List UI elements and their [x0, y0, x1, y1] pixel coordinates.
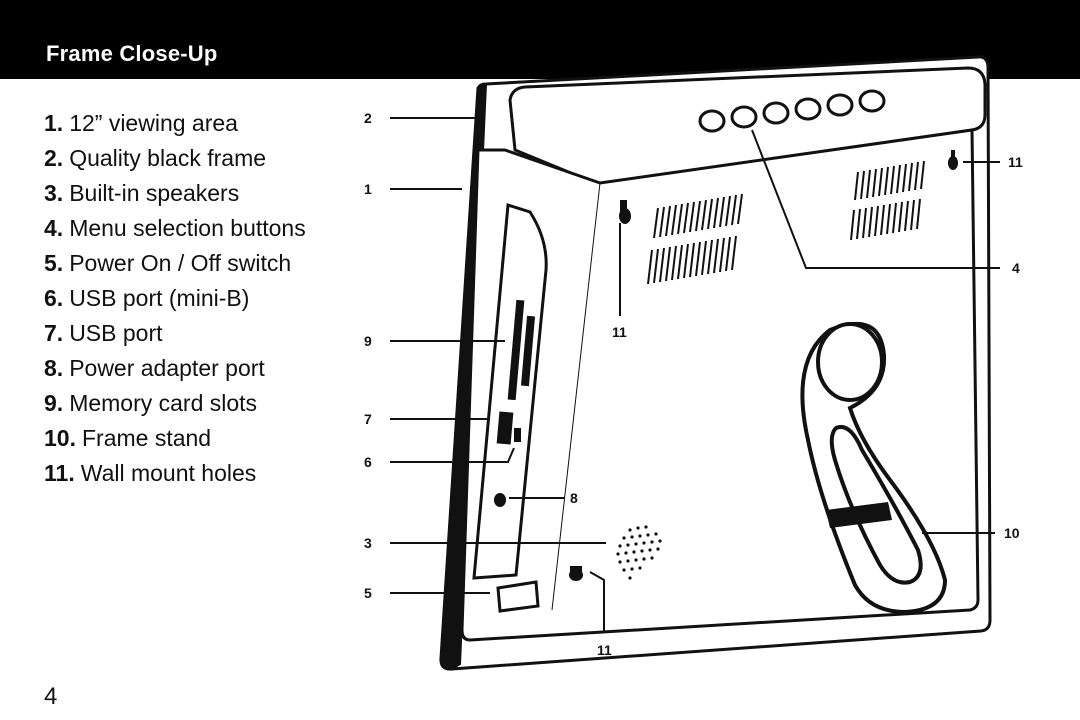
legend-item: 6.USB port (mini-B)	[44, 283, 306, 318]
legend-number: 9.	[44, 390, 64, 416]
legend-item: 4.Menu selection buttons	[44, 213, 306, 248]
legend-number: 4.	[44, 215, 64, 241]
memory-card-slots	[507, 299, 536, 401]
legend-text: Memory card slots	[69, 390, 258, 416]
callout-label-10: 10	[1004, 525, 1020, 541]
callout-label-11-top-right: 11	[1008, 154, 1023, 170]
vent-grille-left	[647, 193, 743, 285]
menu-button	[762, 101, 790, 125]
callout-label-11-upper: 11	[612, 324, 627, 340]
wall-mount-hole	[619, 200, 631, 224]
speaker-grille	[616, 525, 662, 580]
legend-text: Wall mount holes	[80, 460, 257, 486]
legend-item: 5.Power On / Off switch	[44, 248, 306, 283]
parts-legend: 1.12” viewing area 2.Quality black frame…	[44, 108, 306, 493]
callout-label-7: 7	[364, 411, 372, 427]
menu-button	[858, 89, 886, 113]
callout-label-6: 6	[364, 454, 372, 470]
wall-mount-hole	[948, 150, 958, 170]
frame-stand-hinge	[826, 502, 892, 528]
header-bar: Frame Close-Up	[0, 0, 1080, 79]
frame-stand-hub	[816, 322, 884, 402]
legend-item: 9.Memory card slots	[44, 388, 306, 423]
legend-number: 5.	[44, 250, 64, 276]
legend-text: 12” viewing area	[69, 110, 238, 136]
usb-port	[496, 411, 514, 445]
page-title: Frame Close-Up	[46, 41, 218, 66]
legend-item: 7.USB port	[44, 318, 306, 353]
frame-inner-line	[551, 182, 601, 611]
legend-number: 10.	[44, 425, 76, 451]
menu-button	[826, 93, 854, 117]
page-number: 4	[44, 683, 58, 710]
callout-lines	[390, 117, 1000, 632]
legend-item: 1.12” viewing area	[44, 108, 306, 143]
legend-number: 1.	[44, 110, 64, 136]
power-adapter-port	[494, 493, 506, 507]
legend-item: 11.Wall mount holes	[44, 458, 306, 493]
legend-number: 3.	[44, 180, 64, 206]
legend-text: Built-in speakers	[69, 180, 240, 206]
callout-label-3: 3	[364, 535, 372, 551]
callout-label-9: 9	[364, 333, 372, 349]
callout-label-8: 8	[570, 490, 578, 506]
menu-buttons	[698, 89, 886, 133]
legend-item: 8.Power adapter port	[44, 353, 306, 388]
legend-number: 11.	[44, 460, 75, 486]
callout-label-11-bottom: 11	[597, 642, 612, 658]
legend-item: 2.Quality black frame	[44, 143, 306, 178]
callout-label-5: 5	[364, 585, 372, 601]
legend-number: 2.	[44, 145, 64, 171]
legend-item: 10.Frame stand	[44, 423, 306, 458]
legend-text: Power adapter port	[69, 355, 265, 381]
legend-number: 7.	[44, 320, 64, 346]
legend-number: 8.	[44, 355, 64, 381]
menu-button	[730, 105, 758, 129]
vent-grille-right	[850, 160, 925, 241]
callout-label-4: 4	[1012, 260, 1020, 276]
legend-number: 6.	[44, 285, 64, 311]
callout-label-1: 1	[364, 181, 372, 197]
legend-text: Quality black frame	[69, 145, 267, 171]
legend-text: Menu selection buttons	[69, 215, 306, 241]
callout-label-2: 2	[364, 110, 372, 126]
legend-text: Power On / Off switch	[69, 250, 292, 276]
usb-mini-port	[514, 428, 521, 442]
power-switch	[496, 580, 540, 613]
menu-button	[698, 109, 726, 133]
legend-text: USB port (mini-B)	[69, 285, 250, 311]
legend-item: 3.Built-in speakers	[44, 178, 306, 213]
legend-text: Frame stand	[81, 425, 212, 451]
menu-button	[794, 97, 822, 121]
legend-text: USB port	[69, 320, 163, 346]
wall-mount-hole	[569, 566, 583, 581]
